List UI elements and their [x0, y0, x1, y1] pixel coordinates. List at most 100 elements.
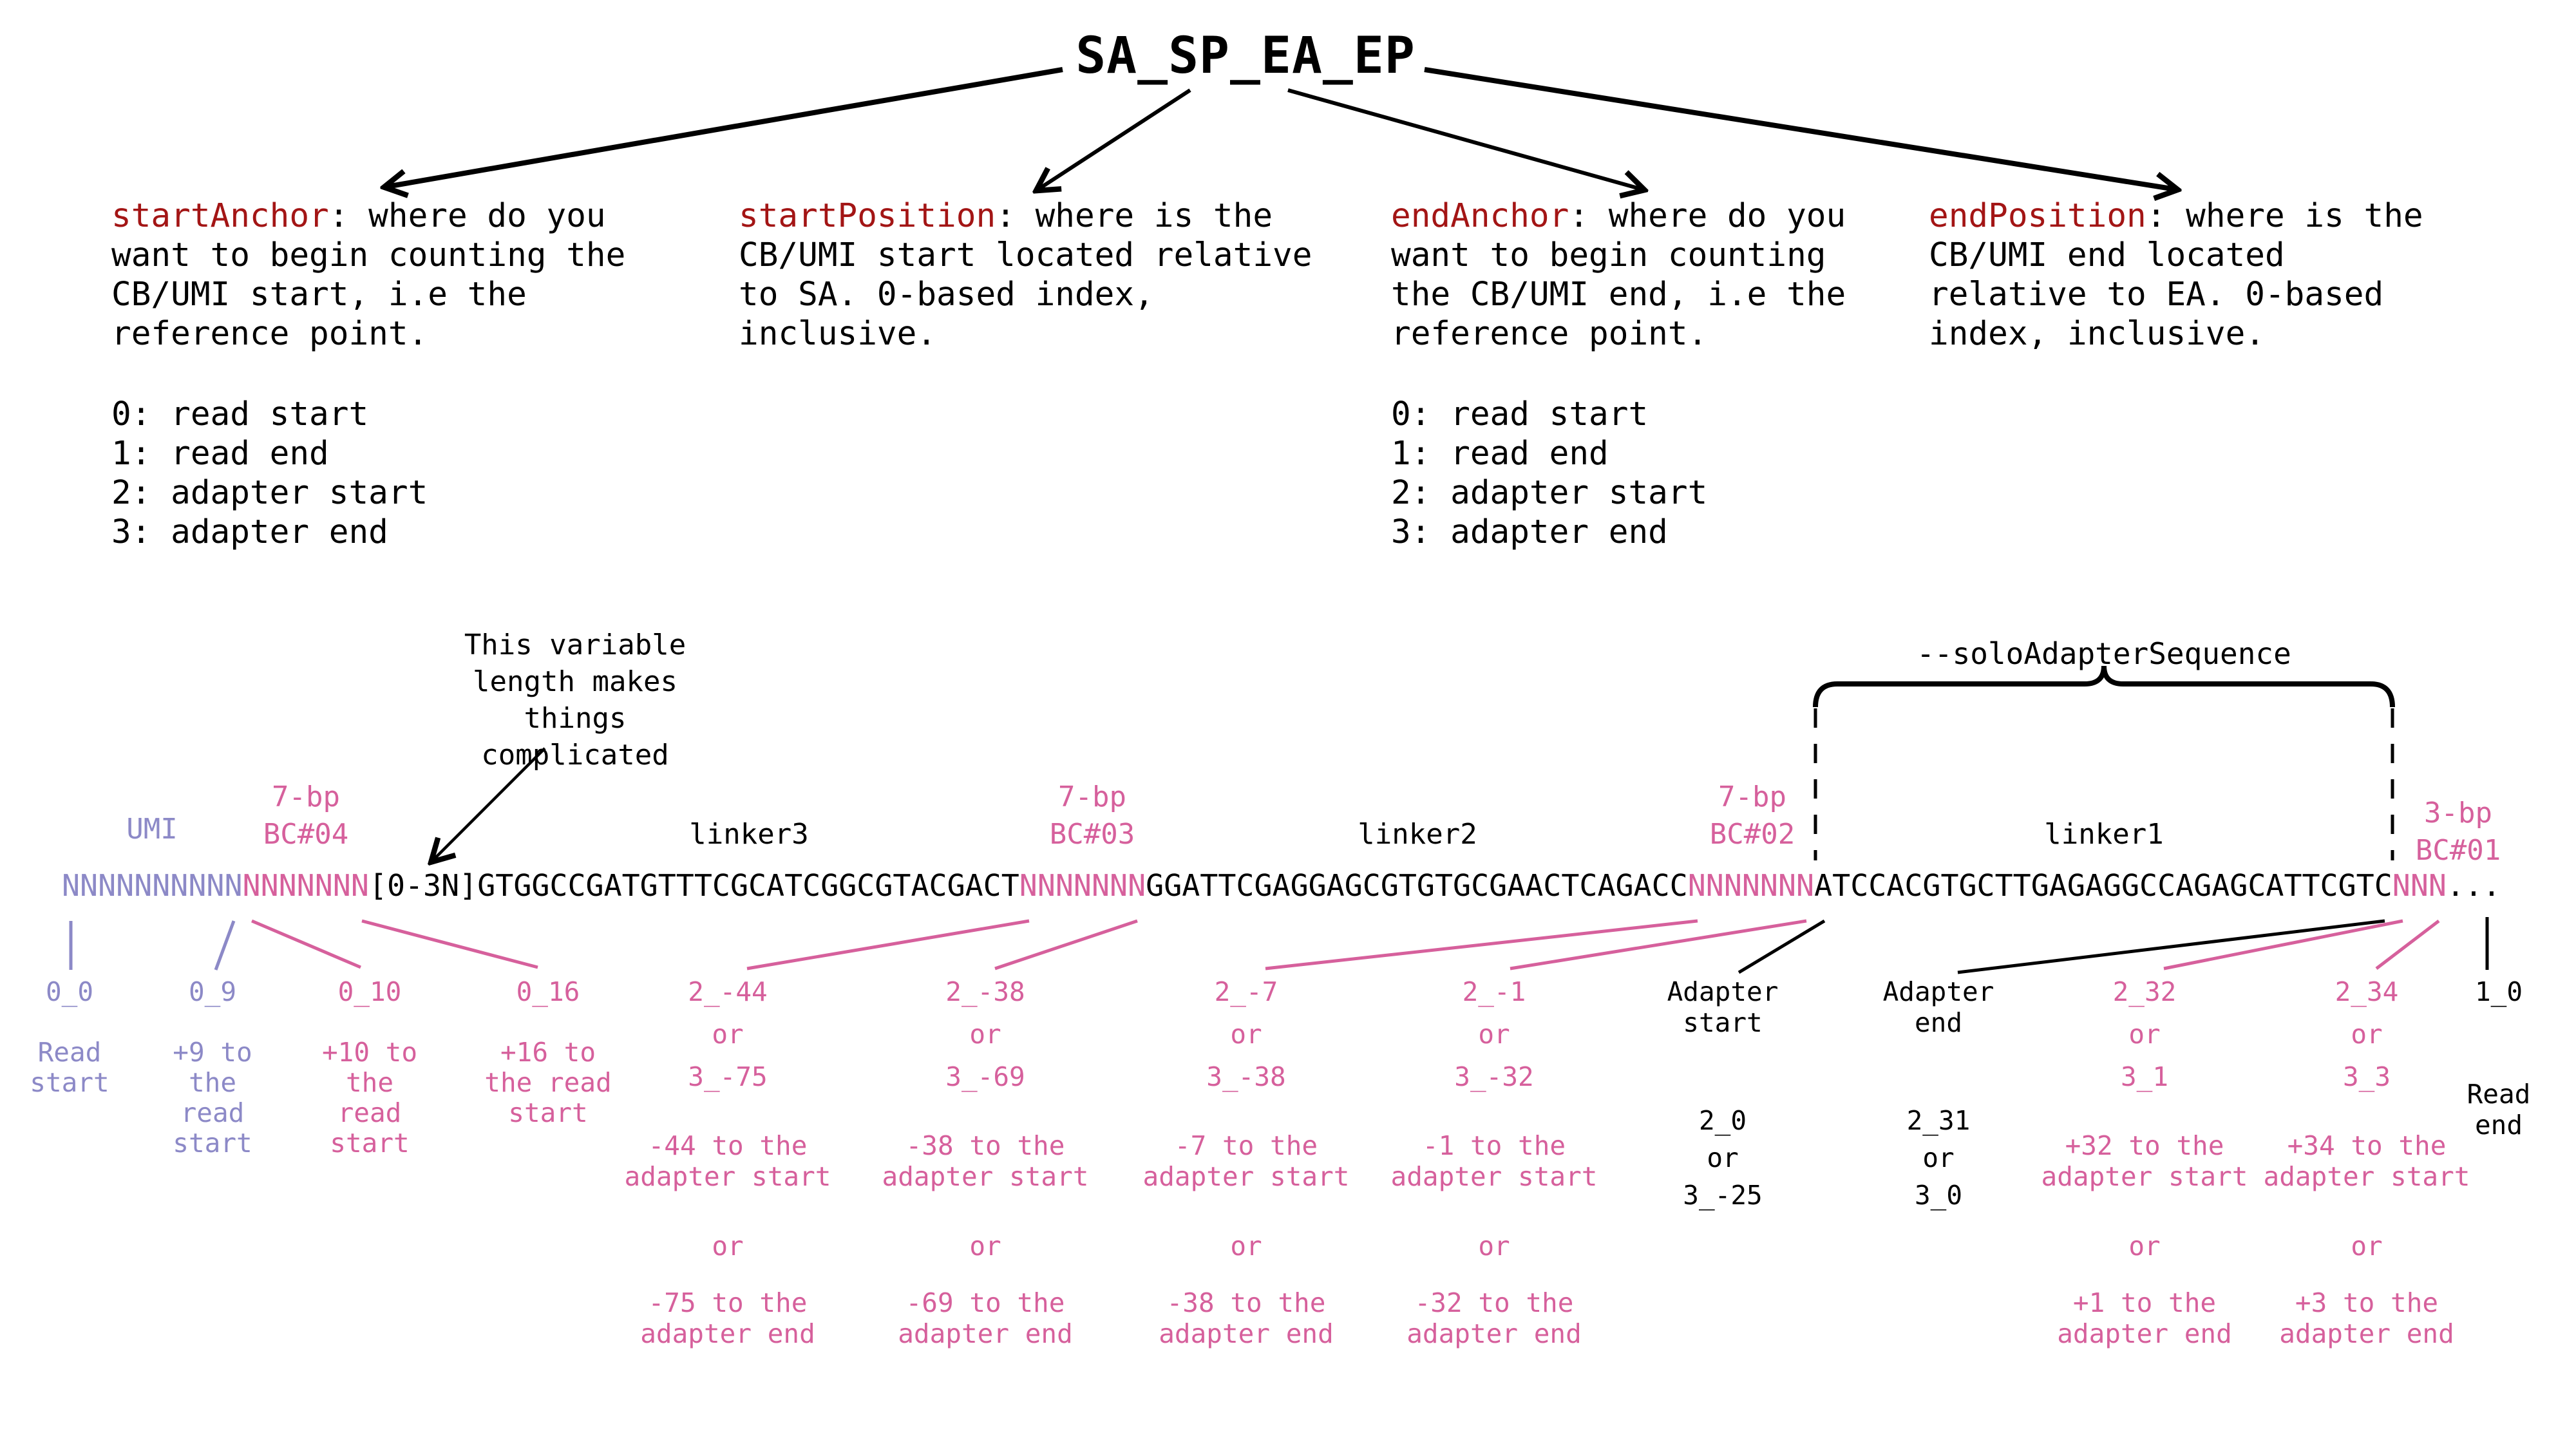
pos-2_-38-line: 2_-38 — [945, 976, 1025, 1007]
pos-0_0-line: Read — [37, 1037, 102, 1068]
pos-0_10-line: read — [337, 1097, 402, 1128]
variable-note-line: things — [524, 702, 627, 735]
pos-2_-7-line: 2_-7 — [1214, 976, 1278, 1007]
pos-2_-1-line: -1 to the — [1422, 1130, 1566, 1161]
arrow-to-endAnchor — [1287, 88, 1642, 189]
pos-2_-1-line: 3_-32 — [1454, 1061, 1534, 1092]
seq-label-bc#01: BC#01 — [2415, 834, 2501, 867]
adapter-end-line: Adapter — [1882, 976, 1994, 1007]
pos-2_-1-line: -32 to the — [1414, 1287, 1574, 1318]
pos-0_9-line: start — [173, 1128, 252, 1159]
pos-0_10-line: the — [345, 1067, 394, 1098]
pos-2_34-line: or — [2351, 1019, 2383, 1050]
seq-label-bc#02: BC#02 — [1709, 818, 1795, 851]
block-endPosition: endPosition: where is the CB/UMI end loc… — [1929, 196, 2423, 354]
pos-2_-7-line: or — [1230, 1019, 1262, 1050]
arrow-to-startAnchor — [386, 67, 1063, 187]
pos-2_-38-line: or — [969, 1231, 1001, 1262]
adapter-end-line: 2_31 — [1906, 1105, 1971, 1136]
pos-1_0-line: Read — [2467, 1079, 2531, 1110]
seq-label-7-bp: 7-bp — [1058, 781, 1126, 813]
connector-line — [2163, 919, 2403, 971]
seq-label-7-bp: 7-bp — [272, 781, 340, 813]
connector-line — [994, 919, 1138, 971]
pos-2_-44-line: -44 to the — [648, 1130, 808, 1161]
pos-2_-38-line: -69 to the — [905, 1287, 1065, 1318]
pos-2_-7-line: adapter start — [1142, 1161, 1350, 1192]
adapter-start-line: 3_-25 — [1683, 1180, 1763, 1211]
anchor-option-2: 2: adapter start — [111, 474, 428, 512]
pos-2_-1-line: adapter start — [1390, 1161, 1598, 1192]
pos-2_-44-line: adapter start — [624, 1161, 831, 1192]
arrow-to-startPosition — [1038, 88, 1191, 189]
anchor-option-0: 0: read start — [111, 395, 369, 433]
pos-2_-7-line: 3_-38 — [1206, 1061, 1286, 1092]
pos-0_9-line: read — [180, 1097, 245, 1128]
pos-2_-7-line: -38 to the — [1166, 1287, 1326, 1318]
arrow-to-endPosition — [1424, 67, 2175, 189]
pos-2_-38-line: 3_-69 — [945, 1061, 1025, 1092]
pos-0_0-line: start — [30, 1067, 109, 1098]
adapter-start-line: 2_0 — [1698, 1105, 1747, 1136]
connector-line — [251, 919, 361, 969]
pos-2_34-line: +34 to the — [2287, 1130, 2447, 1161]
connector-line — [1738, 919, 1826, 974]
read-sequence: NNNNNNNNNNNNNNNNN[0-3N]GTGGCCGATGTTTCGCA… — [62, 869, 2501, 902]
pos-0_10-line: +10 to — [321, 1037, 418, 1068]
pos-0_9-line: the — [188, 1067, 237, 1098]
sequence-connector-lines — [69, 917, 2489, 974]
pos-2_-38-line: adapter start — [882, 1161, 1089, 1192]
pos-1_0-line: 1_0 — [2474, 976, 2523, 1007]
seq-segment-linker3: GTGGCCGATGTTTCGCATCGGCGTACGACT — [477, 868, 1019, 903]
anchor-option-0: 0: read start — [1391, 395, 1649, 433]
anchor-option-1: 1: read end — [1391, 435, 1609, 473]
seq-segment-bc02: NNNNNNN — [1687, 868, 1815, 903]
adapter-start-line: or — [1707, 1142, 1739, 1173]
variable-note-line: This variable — [464, 629, 687, 661]
pos-2_-44-line: or — [712, 1231, 744, 1262]
connector-line — [1510, 919, 1807, 971]
block-endAnchor-text: : where do you want to begin counting th… — [1391, 197, 1846, 353]
pos-0_16-line: the read — [484, 1067, 612, 1098]
pos-2_-38-line: adapter end — [898, 1318, 1073, 1349]
block-endAnchor: endAnchor: where do you want to begin co… — [1391, 196, 1846, 354]
pos-0_16-line: +16 to — [500, 1037, 596, 1068]
page-title: SA_SP_EA_EP — [1075, 27, 1416, 85]
pos-2_-44-line: adapter end — [640, 1318, 815, 1349]
pos-0_9-line: +9 to — [173, 1037, 252, 1068]
keyword-endAnchor: endAnchor — [1391, 197, 1569, 235]
pos-2_-38-line: -38 to the — [905, 1130, 1065, 1161]
block-startAnchor-text: : where do you want to begin counting th… — [111, 197, 626, 353]
pos-0_16-line: 0_16 — [516, 976, 580, 1007]
solo-adapter-sequence-label: --soloAdapterSequence — [1917, 636, 2291, 671]
pos-2_32-line: +1 to the — [2072, 1287, 2217, 1318]
pos-2_34-line: or — [2351, 1231, 2383, 1262]
pos-2_-1-line: adapter end — [1406, 1318, 1582, 1349]
keyword-startAnchor: startAnchor — [111, 197, 329, 235]
pos-2_32-line: adapter end — [2057, 1318, 2232, 1349]
pos-2_34-line: adapter end — [2279, 1318, 2454, 1349]
seq-label-linker2: linker2 — [1358, 818, 1477, 851]
pos-2_32-line: +32 to the — [2065, 1130, 2224, 1161]
pos-2_-44-line: or — [712, 1019, 744, 1050]
pos-2_34-line: +3 to the — [2295, 1287, 2439, 1318]
variable-note-line: complicated — [481, 739, 669, 772]
seq-segment-variable-n: [0-3N] — [368, 868, 478, 903]
pos-2_-7-line: or — [1230, 1231, 1262, 1262]
connector-line — [1265, 919, 1698, 971]
pos-2_-38-line: or — [969, 1019, 1001, 1050]
connector-line — [214, 920, 236, 971]
pos-0_9-line: 0_9 — [188, 976, 237, 1007]
pos-0_16-line: start — [508, 1097, 588, 1128]
adapter-start-line: start — [1683, 1007, 1763, 1038]
connector-line — [746, 919, 1030, 971]
block-startAnchor: startAnchor: where do you want to begin … — [111, 196, 625, 354]
solo-adapter-bracket — [1813, 665, 2395, 708]
pos-2_32-line: or — [2128, 1231, 2161, 1262]
anchor-option-3: 3: adapter end — [1391, 513, 1668, 551]
adapter-end-line: or — [1922, 1142, 1955, 1173]
pos-2_-1-line: or — [1478, 1019, 1510, 1050]
seq-label-linker1: linker1 — [2044, 818, 2164, 851]
pos-2_-44-line: 2_-44 — [688, 976, 768, 1007]
seq-segment-linker1: ATCCACGTGCTTGAGAGGCCAGAGCATTCGTC — [1814, 868, 2392, 903]
